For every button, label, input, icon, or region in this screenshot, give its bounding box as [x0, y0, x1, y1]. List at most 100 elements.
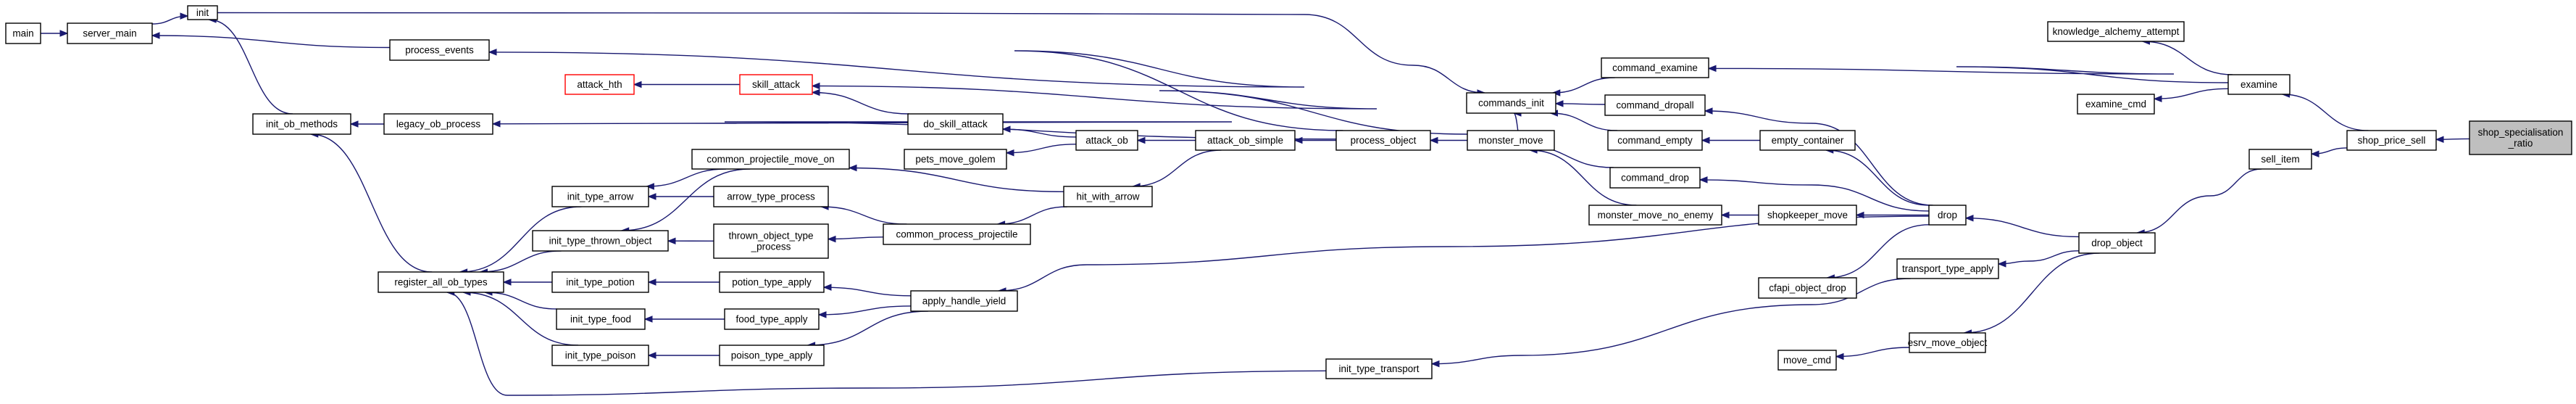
node-box: [378, 271, 504, 293]
edge-monster_move-to-skill_attack: [812, 85, 1468, 135]
node-monster-move-no-enemy[interactable]: monster_move_no_enemy: [1588, 205, 1722, 226]
node-do-skill-attack[interactable]: do_skill_attack: [907, 113, 1004, 135]
arrowhead-command_examine-to-commands_init: [1551, 89, 1561, 96]
arrowhead-process_events-to-server_main: [151, 32, 160, 39]
node-cfapi-object-drop[interactable]: cfapi_object_drop: [1758, 277, 1857, 299]
node-empty-container[interactable]: empty_container: [1759, 130, 1856, 151]
arrowhead-potion_type_apply-to-init_type_potion: [647, 279, 656, 286]
node-box: [556, 308, 646, 330]
node-label: arrow_type_process: [727, 191, 815, 202]
node-common-process-projectile[interactable]: common_process_projectile: [883, 223, 1031, 245]
edge-drop_object-to-transport_type_apply: [1998, 250, 2080, 265]
node-commands-init[interactable]: commands_init: [1466, 92, 1556, 114]
arrowhead-drop_object-to-transport_type_apply: [1997, 260, 2006, 268]
node-init-type-potion[interactable]: init_type_potion: [551, 271, 649, 293]
node-init[interactable]: init: [187, 5, 218, 20]
node-common-projectile-move-on[interactable]: common_projectile_move_on: [691, 149, 850, 170]
node-label: skill_attack: [752, 79, 800, 90]
node-init-type-thrown-object[interactable]: init_type_thrown_object: [532, 230, 669, 252]
node-label: command_empty: [1617, 135, 1693, 146]
edge-init_type_arrow-to-register_all_ob_types: [459, 206, 582, 273]
node-attack-ob-simple[interactable]: attack_ob_simple: [1195, 130, 1296, 151]
node-box: [2077, 94, 2155, 115]
node-box: [551, 345, 649, 366]
edge-register_all_ob_types-to-init_ob_methods: [310, 133, 433, 273]
arrowhead-main-to-server_main: [59, 30, 69, 37]
node-init-type-arrow[interactable]: init_type_arrow: [551, 186, 649, 207]
node-label: empty_container: [1772, 135, 1844, 146]
node-label: common_process_projectile: [896, 229, 1017, 240]
node-arrow-type-process[interactable]: arrow_type_process: [713, 186, 829, 207]
node-sell-item[interactable]: sell_item: [2248, 149, 2312, 170]
node-box: [1195, 130, 1296, 151]
node-box: [2346, 130, 2437, 151]
arrowhead-shop_price_sell-to-sell_item: [2310, 150, 2319, 157]
node-label: legacy_ob_process: [396, 119, 481, 130]
edge-attack_ob-to-pets_move_golem: [1006, 144, 1077, 154]
node-hit-with-arrow[interactable]: hit_with_arrow: [1063, 186, 1153, 207]
node-shopkeeper-move[interactable]: shopkeeper_move: [1758, 205, 1857, 226]
node-label: command_examine: [1612, 62, 1698, 73]
node-monster-move[interactable]: monster_move: [1467, 130, 1555, 151]
node-potion-type-apply[interactable]: potion_type_apply: [719, 271, 825, 293]
node-transport-type-apply[interactable]: transport_type_apply: [1896, 258, 1999, 279]
node-box: [5, 22, 41, 44]
node-esrv-move-object[interactable]: esrv_move_object: [1908, 332, 1988, 353]
node-init-type-transport[interactable]: init_type_transport: [1325, 358, 1433, 379]
node-label: transport_type_apply: [1902, 263, 1993, 274]
node-box: [2248, 149, 2312, 170]
node-shop-specialisation-ratio[interactable]: shop_specialisation_ratio: [2469, 120, 2572, 155]
arrowhead-monster_move-to-skill_attack: [811, 82, 820, 90]
node-label: pets_move_golem: [915, 154, 995, 165]
node-legacy-ob-process[interactable]: legacy_ob_process: [383, 113, 493, 135]
node-label: process_events: [405, 45, 474, 56]
edge-examine-to-knowledge_alchemy_attempt: [2142, 41, 2233, 75]
arrowhead-monster_move-to-process_object: [1429, 136, 1438, 144]
node-process-object[interactable]: process_object: [1335, 130, 1431, 151]
edge-do_skill_attack-to-skill_attack: [812, 91, 909, 115]
node-label: attack_ob: [1085, 135, 1128, 146]
node-knowledge-alchemy-attempt[interactable]: knowledge_alchemy_attempt: [2047, 21, 2185, 42]
node-label: init_type_potion: [566, 277, 635, 288]
edge-esrv_move_object-to-move_cmd: [1835, 347, 1910, 358]
node-main[interactable]: main: [5, 22, 41, 44]
node-apply-handle-yield[interactable]: apply_handle_yield: [910, 290, 1018, 312]
node-examine[interactable]: examine: [2227, 74, 2291, 95]
node-food-type-apply[interactable]: food_type_apply: [724, 308, 820, 330]
node-attack-ob[interactable]: attack_ob: [1075, 130, 1138, 151]
node-move-cmd[interactable]: move_cmd: [1777, 350, 1837, 371]
node-box: [724, 308, 820, 330]
arrowhead-attack_ob-to-pets_move_golem: [1005, 149, 1014, 157]
node-process-events[interactable]: process_events: [389, 39, 490, 61]
node-command-dropall[interactable]: command_dropall: [1604, 94, 1706, 116]
arrowhead-server_main-to-init: [180, 12, 189, 20]
node-label: register_all_ob_types: [394, 277, 488, 288]
node-command-empty[interactable]: command_empty: [1607, 130, 1703, 151]
node-box: [1604, 94, 1706, 116]
node-init-ob-methods[interactable]: init_ob_methods: [252, 113, 351, 135]
node-pets-move-golem[interactable]: pets_move_golem: [904, 149, 1007, 170]
node-box: [551, 271, 649, 293]
node-attack-hth[interactable]: attack_hth: [564, 74, 635, 95]
node-label: monster_move_no_enemy: [1598, 210, 1714, 220]
node-skill-attack[interactable]: skill_attack: [739, 74, 813, 95]
edge-monster_move_no_enemy-to-monster_move: [1530, 149, 1637, 206]
node-command-examine[interactable]: command_examine: [1601, 57, 1709, 78]
node-box: [1896, 258, 1999, 279]
edge-apply_handle_yield-to-potion_type_apply: [823, 286, 912, 297]
node-shop-price-sell[interactable]: shop_price_sell: [2346, 130, 2437, 151]
arrowhead-shopkeeper_move-to-monster_move_no_enemy: [1720, 211, 1730, 219]
node-thrown-object-type-process[interactable]: thrown_object_type_process: [713, 223, 829, 259]
node-drop[interactable]: drop: [1928, 205, 1967, 226]
node-init-type-poison[interactable]: init_type_poison: [551, 345, 649, 366]
edge-layer: [41, 12, 2470, 396]
node-examine-cmd[interactable]: examine_cmd: [2077, 94, 2155, 115]
node-poison-type-apply[interactable]: poison_type_apply: [719, 345, 825, 366]
node-register-all-ob-types[interactable]: register_all_ob_types: [378, 271, 504, 293]
node-drop-object[interactable]: drop_object: [2078, 232, 2156, 254]
node-box: [904, 149, 1007, 170]
node-init-type-food[interactable]: init_type_food: [556, 308, 646, 330]
edge-hit_with_arrow-to-common_projectile_move_on: [849, 167, 1064, 192]
node-command-drop[interactable]: command_drop: [1609, 167, 1701, 189]
node-server-main[interactable]: server_main: [67, 22, 153, 44]
